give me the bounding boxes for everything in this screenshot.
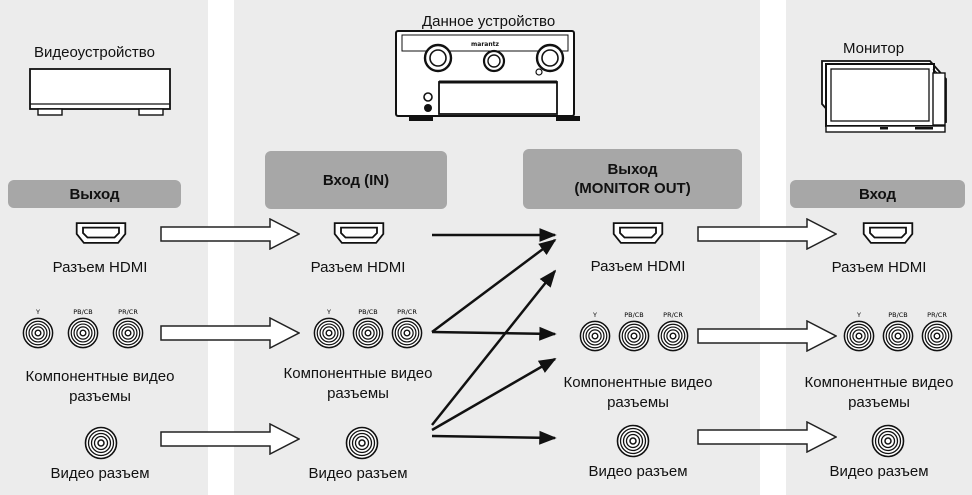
- monitor-icon: [821, 60, 947, 133]
- monitor-input-header-text: Вход: [858, 185, 897, 203]
- device-in-video-jack: [345, 426, 379, 460]
- source-to-device-component-arrow: [160, 317, 300, 349]
- device-input-header: Вход (IN): [265, 151, 447, 209]
- monitor-hdmi-jack: [862, 222, 914, 244]
- device-in-component-label: Компонентные видео разъемы: [258, 364, 458, 404]
- device-out-video-label: Видео разъем: [588, 463, 688, 480]
- device-in-hdmi-jack: [333, 222, 385, 244]
- device-out-hdmi-label: Разъем HDMI: [590, 258, 686, 275]
- device-in-component-label-line2: разъемы: [327, 385, 389, 402]
- device-in-component-label-line1: Компонентные видео: [283, 365, 433, 382]
- source-jack-y-label: Y: [35, 308, 40, 316]
- source-component-label-line2: разъемы: [69, 388, 131, 405]
- source-jack-pr-label: PR/CR: [118, 308, 138, 316]
- video-to-hdmi-arrow: [431, 269, 557, 426]
- device-out-jack-pb-label: PB/CB: [624, 311, 644, 319]
- device-out-component-label-line2: разъемы: [607, 394, 669, 411]
- device-out-jack-y-label: Y: [592, 311, 597, 319]
- device-output-header-line1: Выход: [607, 161, 658, 178]
- device-out-component-label: Компонентные видео разъемы: [538, 373, 738, 413]
- source-hdmi-jack: [75, 222, 127, 244]
- source-jack-pb-label: PB/CB: [73, 308, 93, 316]
- monitor-input-header: Вход: [790, 180, 965, 208]
- conversion-arrows: [431, 228, 557, 445]
- monitor-component-label: Компонентные видео разъемы: [786, 373, 972, 413]
- source-to-device-video-arrow: [160, 423, 300, 455]
- monitor-component-label-line2: разъемы: [848, 394, 910, 411]
- monitor-jack-pr-label: PR/CR: [927, 311, 947, 319]
- video-to-component-arrow: [431, 357, 557, 432]
- monitor-jack-pb-label: PB/CB: [888, 311, 908, 319]
- video-device-icon: [29, 68, 171, 116]
- monitor-component-jacks: Y PB/CB PR/CR: [843, 311, 953, 352]
- device-in-jack-pb-label: PB/CB: [358, 308, 378, 316]
- monitor-hdmi-label: Разъем HDMI: [831, 259, 927, 276]
- device-in-jack-pr-label: PR/CR: [397, 308, 417, 316]
- source-component-label: Компонентные видео разъемы: [0, 367, 200, 407]
- device-to-monitor-component-arrow: [697, 320, 837, 352]
- device-out-video-jack: [616, 424, 650, 458]
- source-component-jacks: Y PB/CB PR/CR: [22, 308, 144, 349]
- device-output-header-line2: (MONITOR OUT): [574, 180, 691, 197]
- monitor-video-label: Видео разъем: [829, 463, 929, 480]
- device-to-monitor-video-arrow: [697, 421, 837, 453]
- device-input-header-text: Вход (IN): [322, 171, 390, 189]
- source-video-label: Видео разъем: [50, 465, 150, 482]
- source-device-label: Видеоустройство: [34, 44, 155, 61]
- video-to-video-arrow: [431, 430, 557, 445]
- monitor-component-label-line1: Компонентные видео: [804, 374, 954, 391]
- monitor-jack-y-label: Y: [856, 311, 861, 319]
- component-to-component-arrow: [431, 326, 557, 341]
- source-hdmi-label: Разъем HDMI: [52, 259, 148, 276]
- device-out-component-label-line1: Компонентные видео: [563, 374, 713, 391]
- source-output-header-text: Выход: [69, 185, 120, 203]
- source-component-label-line1: Компонентные видео: [25, 368, 175, 385]
- av-receiver-icon: marantz: [395, 30, 580, 121]
- monitor-video-jack: [871, 424, 905, 458]
- source-video-jack: [84, 426, 118, 460]
- source-to-device-hdmi-arrow: [160, 218, 300, 250]
- device-out-jack-pr-label: PR/CR: [663, 311, 683, 319]
- source-output-header: Выход: [8, 180, 181, 208]
- device-output-header: Выход (MONITOR OUT): [523, 149, 742, 209]
- component-to-hdmi-arrow: [431, 238, 557, 334]
- monitor-device-label: Монитор: [843, 40, 905, 57]
- this-device-label: Данное устройство: [422, 13, 556, 30]
- device-in-component-jacks: Y PB/CB PR/CR: [313, 308, 423, 349]
- device-to-monitor-hdmi-arrow: [697, 218, 837, 250]
- device-in-jack-y-label: Y: [326, 308, 331, 316]
- device-out-component-jacks: Y PB/CB PR/CR: [579, 311, 689, 352]
- device-in-hdmi-label: Разъем HDMI: [310, 259, 406, 276]
- device-out-hdmi-jack: [612, 222, 664, 244]
- brand-logo: marantz: [471, 41, 499, 48]
- device-in-video-label: Видео разъем: [308, 465, 408, 482]
